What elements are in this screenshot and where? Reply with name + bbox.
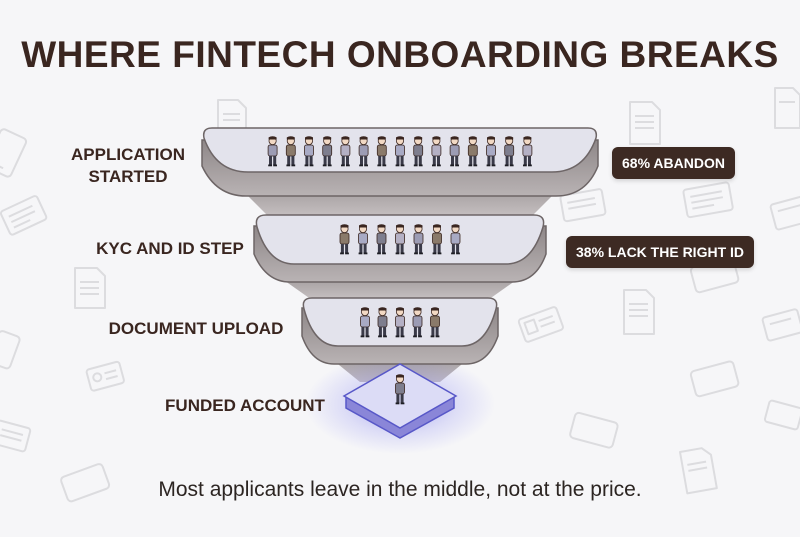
person-icon	[413, 136, 424, 167]
document-icon	[559, 188, 607, 223]
document-icon	[679, 447, 718, 495]
document-icon	[0, 195, 48, 236]
person-icon	[449, 136, 460, 167]
stage-label-document-upload: DOCUMENT UPLOAD	[96, 318, 296, 340]
id-card-icon	[517, 306, 564, 343]
people-layer	[267, 136, 533, 405]
document-icon	[74, 267, 106, 309]
person-icon	[376, 224, 387, 255]
callout-abandon: 68% ABANDON	[612, 147, 735, 179]
person-icon	[395, 307, 405, 338]
stage-label-kyc-and-id-step: KYC AND ID STEP	[80, 238, 260, 260]
document-icon	[761, 308, 800, 342]
stage-label-line: KYC AND ID STEP	[96, 239, 244, 258]
stage-label-line: STARTED	[88, 167, 168, 186]
person-icon	[377, 307, 388, 338]
stage-label-line: DOCUMENT UPLOAD	[108, 319, 284, 338]
person-icon	[304, 136, 314, 167]
person-icon	[340, 136, 351, 167]
person-icon	[358, 224, 368, 255]
document-icon	[769, 194, 800, 231]
phone-icon	[60, 463, 111, 503]
callout-lack-right-id: 38% LACK THE RIGHT ID	[566, 236, 755, 268]
person-icon	[360, 307, 370, 338]
person-icon	[412, 307, 423, 338]
stage-label-line: APPLICATION	[71, 145, 185, 164]
phone-icon	[0, 330, 21, 370]
person-icon	[522, 136, 533, 167]
person-icon	[322, 136, 333, 167]
caption: Most applicants leave in the middle, not…	[158, 478, 642, 501]
document-icon	[763, 399, 800, 431]
person-icon	[486, 136, 496, 167]
document-icon	[682, 181, 734, 219]
person-icon	[376, 136, 387, 167]
person-icon	[430, 307, 440, 338]
document-icon	[623, 289, 655, 335]
person-icon	[413, 224, 424, 255]
stage-label-funded-account: FUNDED ACCOUNT	[150, 395, 340, 417]
document-icon	[0, 419, 32, 453]
person-icon	[431, 136, 442, 167]
phone-icon	[569, 411, 619, 449]
person-icon	[450, 224, 461, 255]
person-icon	[339, 224, 350, 255]
person-icon	[467, 136, 478, 167]
person-icon	[395, 136, 405, 167]
stage-label-line: FUNDED ACCOUNT	[165, 396, 325, 415]
person-icon	[358, 136, 369, 167]
document-icon	[629, 101, 661, 145]
document-icon	[774, 87, 800, 129]
phone-icon	[689, 360, 740, 398]
id-card-icon	[85, 360, 125, 392]
person-icon	[267, 136, 278, 167]
person-icon	[395, 374, 405, 405]
page-title: WHERE FINTECH ONBOARDING BREAKS	[21, 34, 779, 75]
person-icon	[395, 224, 405, 255]
stage-label-application-started: APPLICATION STARTED	[60, 144, 196, 188]
person-icon	[285, 136, 296, 167]
funnel-tier-4	[342, 363, 458, 439]
background-decorations	[0, 87, 800, 503]
person-icon	[504, 136, 515, 167]
phone-icon	[0, 128, 28, 178]
person-icon	[432, 224, 442, 255]
